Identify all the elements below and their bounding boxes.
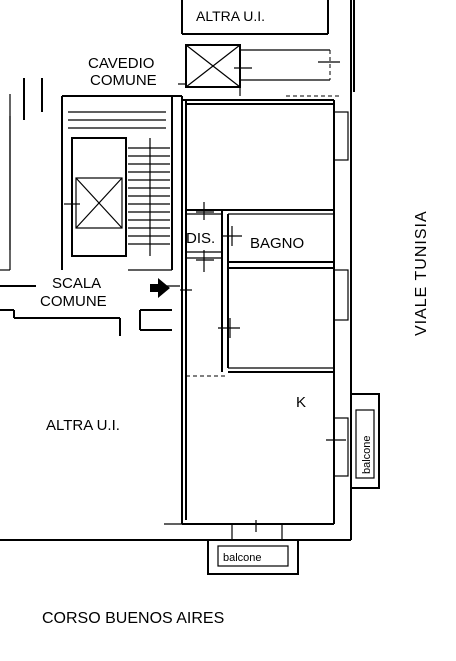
label-cavedio: CAVEDIO bbox=[88, 55, 154, 72]
label-balcone-bottom: balcone bbox=[223, 552, 262, 564]
label-altra-ui-top: ALTRA U.I. bbox=[196, 8, 265, 24]
label-altra-ui-left: ALTRA U.I. bbox=[46, 417, 120, 434]
cavedio-shaft bbox=[178, 44, 340, 96]
label-dis: DIS. bbox=[186, 230, 215, 247]
interior-partitions bbox=[180, 95, 340, 377]
label-scala: SCALA bbox=[52, 275, 101, 292]
apartment-walls bbox=[0, 92, 352, 541]
label-viale-tunisia: VIALE TUNISIA bbox=[413, 210, 430, 336]
label-cavedio-comune: COMUNE bbox=[90, 72, 157, 89]
label-bagno: BAGNO bbox=[250, 235, 304, 252]
balcony-bottom bbox=[207, 539, 299, 575]
balcony-right bbox=[350, 393, 380, 489]
neighbour-unit-top bbox=[181, 0, 355, 92]
stair-treads bbox=[128, 138, 170, 256]
label-kitchen: K bbox=[296, 394, 306, 411]
stair-core bbox=[0, 78, 182, 336]
label-corso-buenos-aires: CORSO BUENOS AIRES bbox=[42, 610, 224, 627]
label-balcone-right: balcone bbox=[361, 435, 373, 474]
entrance-arrow-icon bbox=[150, 278, 170, 298]
label-scala-comune: COMUNE bbox=[40, 293, 107, 310]
